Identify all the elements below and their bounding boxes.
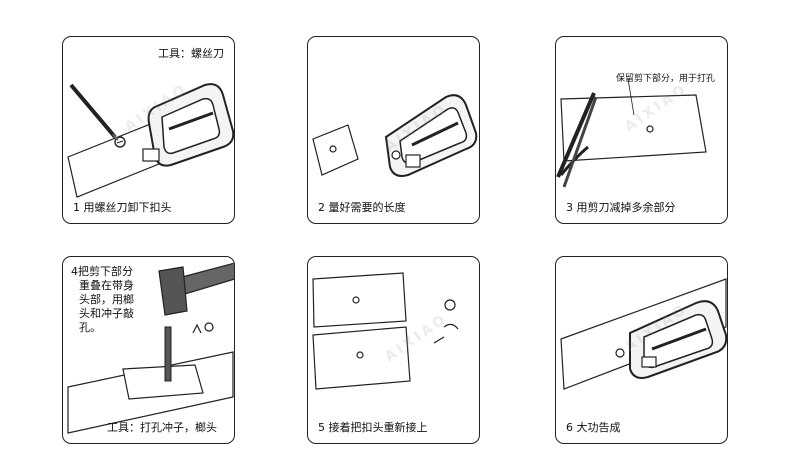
tool-note-4: 工具：打孔冲子，榔头 [107,419,217,435]
step-3-illustration [556,37,728,224]
step-4-panel: 4把剪下部分 重叠在带身 头部，用榔 头和冲子敲 孔。 工具：打孔冲子，榔头 [62,256,235,444]
step-3-caption: 3 用剪刀减掉多余部分 [566,199,676,215]
step-4-line-1: 4把剪下部分 [71,265,157,279]
step-4-line-5: 孔。 [71,321,157,335]
step-1-panel: 工具：螺丝刀 1 用螺丝刀卸下扣头 [62,36,235,224]
step-1-caption: 1 用螺丝刀卸下扣头 [73,199,172,215]
step-6-caption: 6 大功告成 [566,419,621,435]
step-2-panel: 2 量好需要的长度 [307,36,480,224]
step-4-line-2: 重叠在带身 [71,279,157,293]
step-2-caption: 2 量好需要的长度 [318,199,406,215]
step-1-illustration [63,37,235,224]
step-3-callout: 保留剪下部分，用于打孔 [616,71,715,84]
step-3-panel: 保留剪下部分，用于打孔 3 用剪刀减掉多余部分 [555,36,728,224]
step-4-line-4: 头和冲子敲 [71,307,157,321]
tool-note-1: 工具：螺丝刀 [158,45,224,61]
step-4-instruction: 4把剪下部分 重叠在带身 头部，用榔 头和冲子敲 孔。 [71,265,157,335]
step-4-line-3: 头部，用榔 [71,293,157,307]
step-5-caption: 5 接着把扣头重新接上 [318,419,428,435]
step-6-panel: 6 大功告成 [555,256,728,444]
step-2-illustration [308,37,480,224]
step-6-illustration [556,257,728,444]
